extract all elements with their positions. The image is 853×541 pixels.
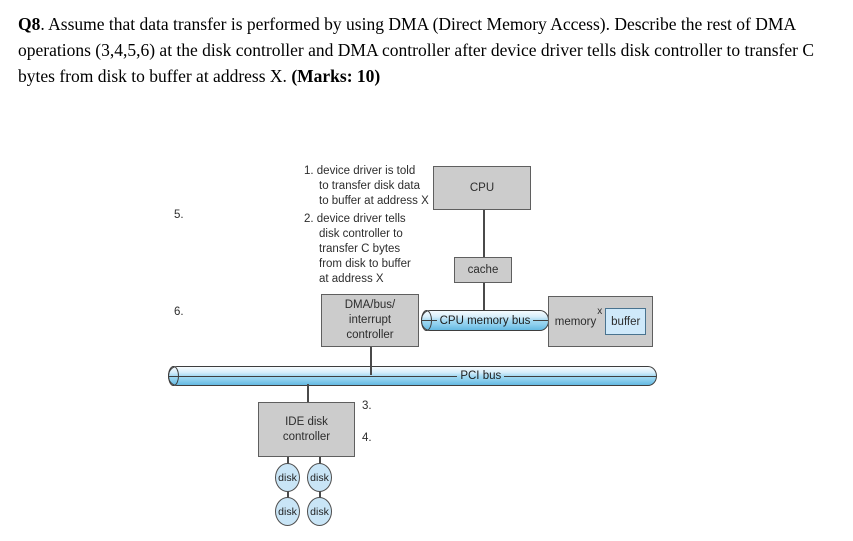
question-body: . Assume that data transfer is performed… — [18, 14, 815, 86]
dma-controller-box: DMA/bus/ interrupt controller — [321, 294, 419, 347]
connector-dma-pcibus — [370, 347, 372, 375]
question-text: Q8. Assume that data transfer is perform… — [18, 11, 834, 89]
bus-end-cap — [168, 366, 179, 386]
marker-step6: 6. — [174, 306, 184, 318]
connector-disk2-disk4 — [319, 491, 321, 498]
question-number: Q8 — [18, 14, 41, 34]
bus-midline — [533, 320, 548, 321]
marker-step4: 4. — [362, 432, 372, 444]
memory-content: memory x buffer — [554, 306, 647, 335]
memory-label: memory — [554, 315, 597, 328]
pci-bus-label: PCI bus — [460, 370, 502, 382]
disk-3: disk — [275, 497, 300, 526]
marker-step5: 5. — [174, 209, 184, 221]
cpu-label: CPU — [469, 182, 495, 194]
question-marks: (Marks: 10) — [291, 66, 381, 86]
pci-bus: PCI bus — [168, 366, 657, 386]
connector-disk1-disk3 — [287, 491, 289, 498]
disk-4: disk — [307, 497, 332, 526]
buffer-box: buffer — [605, 308, 647, 335]
note-step1: 1. device driver is told to transfer dis… — [304, 165, 429, 207]
connector-cache-bus — [483, 283, 485, 310]
bus-midline — [169, 375, 458, 377]
marker-step3: 3. — [362, 400, 372, 412]
dma-controller-label: DMA/bus/ interrupt controller — [344, 299, 396, 341]
connector-ide-disk2 — [319, 456, 321, 464]
disk-1: disk — [275, 463, 300, 492]
ide-controller-box: IDE disk controller — [258, 402, 355, 457]
ide-controller-label: IDE disk controller — [282, 415, 331, 443]
connector-pcibus-ide — [307, 384, 309, 402]
bus-end-cap — [421, 310, 432, 331]
cpu-box: CPU — [433, 166, 531, 210]
disk-2: disk — [307, 463, 332, 492]
note-step2: 2. device driver tells disk controller t… — [304, 213, 411, 285]
address-x-label: x — [597, 306, 603, 317]
cache-box: cache — [454, 257, 512, 283]
connector-cpu-cache — [483, 210, 485, 257]
bus-midline — [504, 375, 656, 377]
memory-box: memory x buffer — [548, 296, 653, 347]
cache-label: cache — [467, 264, 499, 276]
cpu-memory-bus-label: CPU memory bus — [439, 314, 531, 327]
cpu-memory-bus: CPU memory bus — [421, 310, 549, 331]
connector-ide-disk1 — [287, 456, 289, 464]
